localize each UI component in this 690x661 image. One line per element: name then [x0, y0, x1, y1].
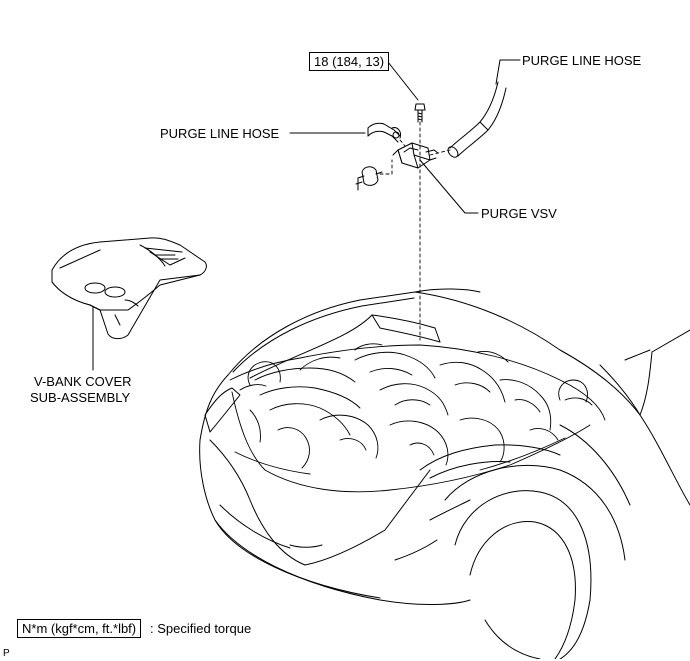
v-bank-cover-part [51, 237, 207, 340]
bolt-part [414, 103, 426, 123]
purge-line-hose-left-part [367, 122, 401, 143]
purge-line-hose-right-part [447, 81, 507, 158]
purge-line-hose-left-label: PURGE LINE HOSE [160, 126, 280, 141]
hood [249, 314, 441, 379]
engine-compartment [229, 343, 606, 493]
purge-vsv-label: PURGE VSV [481, 206, 557, 221]
torque-unit-legend-description: : Specified torque [150, 621, 252, 636]
dashed-guide-lines [379, 121, 451, 341]
vehicle-front-body [199, 288, 690, 659]
purge-vsv-part [392, 142, 439, 169]
torque-spec-box: 18 (184, 13) [309, 52, 390, 71]
torque-unit-legend-box: N*m (kgf*cm, ft.*lbf) [17, 619, 142, 638]
v-bank-cover-label-line1: V-BANK COVER [34, 374, 132, 389]
leader-lines [92, 59, 521, 371]
connector-part [355, 166, 383, 191]
corner-mark: P [3, 648, 10, 659]
purge-line-hose-right-label: PURGE LINE HOSE [522, 53, 642, 68]
v-bank-cover-label-line2: SUB-ASSEMBLY [30, 390, 131, 405]
